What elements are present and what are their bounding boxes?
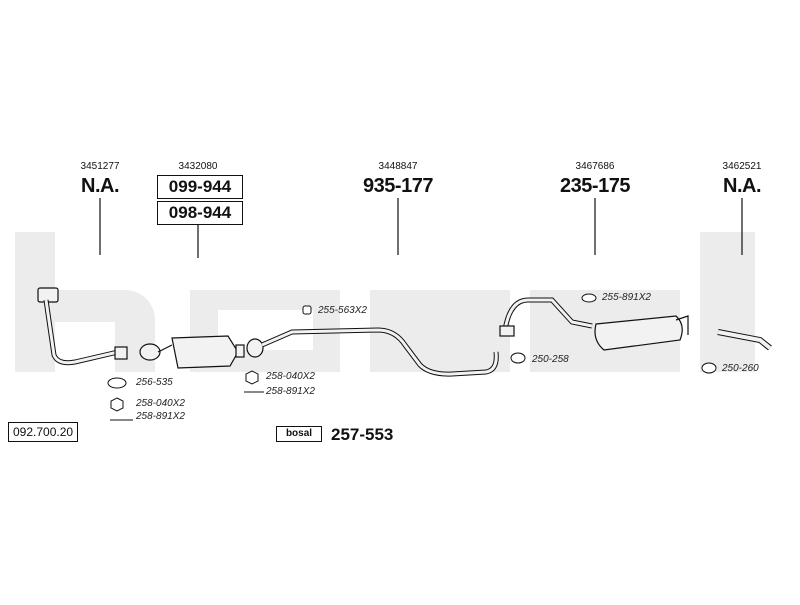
part-number: 098-944 xyxy=(157,201,243,225)
part-number: N.A. xyxy=(81,175,120,197)
part-number: N.A. xyxy=(723,175,762,197)
fitting-icons xyxy=(107,293,717,421)
part-number: 099-944 xyxy=(157,175,243,199)
oe-number: 3448847 xyxy=(378,161,418,172)
nut-icon xyxy=(110,397,124,412)
leader-lines xyxy=(99,198,743,258)
fitting-label: 258-891X2 xyxy=(266,386,315,397)
fitting-label: 255-891X2 xyxy=(602,292,651,303)
oe-number: 3432080 xyxy=(178,161,218,172)
gasket-icon xyxy=(107,377,127,389)
oe-number: 3467686 xyxy=(575,161,615,172)
fitting-label: 258-891X2 xyxy=(136,411,185,422)
fitting-label: 256-535 xyxy=(136,377,173,388)
kit-number: 257-553 xyxy=(331,425,394,444)
catalytic-converter xyxy=(139,335,245,369)
fitting-label: 258-040X2 xyxy=(266,371,315,382)
oe-number: 3451277 xyxy=(80,161,120,172)
diagram-id: 092.700.20 xyxy=(8,422,79,442)
part-number: 235-175 xyxy=(560,175,630,197)
oe-number: 3462521 xyxy=(722,161,762,172)
hanger-icon xyxy=(302,305,312,315)
fitting-label: 250-260 xyxy=(722,363,759,374)
clamp-icon xyxy=(701,362,717,374)
nut-icon xyxy=(245,370,259,385)
rear-silencer xyxy=(499,297,689,351)
front-pipe xyxy=(37,287,128,366)
hanger-icon xyxy=(581,293,597,303)
fitting-label: 258-040X2 xyxy=(136,398,185,409)
fitting-label: 255-563X2 xyxy=(318,305,367,316)
part-number: 935-177 xyxy=(363,175,433,197)
fitting-label: 250-258 xyxy=(532,354,569,365)
tail-pipe xyxy=(717,329,772,351)
brand-watermark xyxy=(15,232,755,372)
clamp-icon xyxy=(510,352,526,364)
middle-pipe xyxy=(246,327,499,377)
brand-logo: bosal xyxy=(276,426,322,442)
